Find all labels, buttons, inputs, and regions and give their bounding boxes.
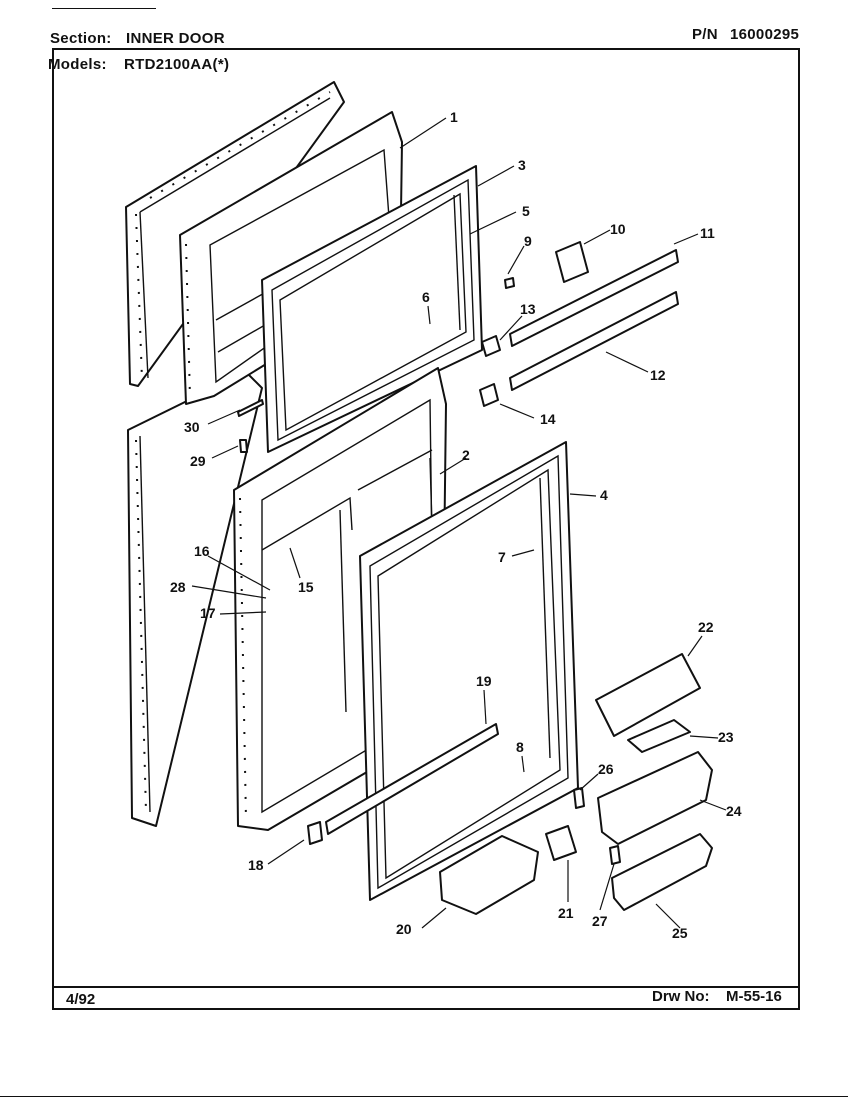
callout-12: 12 — [650, 367, 666, 383]
top-rule — [52, 8, 156, 9]
egg-tray-20 — [439, 835, 539, 915]
clip-27 — [609, 845, 621, 865]
pn-label: P/N — [692, 26, 718, 43]
section-value: INNER DOOR — [126, 30, 225, 47]
models-label: Models: — [48, 56, 107, 73]
bracket-10 — [555, 241, 589, 283]
callout-8: 8 — [516, 739, 524, 755]
callout-6: 6 — [422, 289, 430, 305]
callout-labels: 1 2 3 4 5 6 7 8 9 10 11 12 13 14 15 16 1… — [170, 109, 742, 941]
callout-23: 23 — [718, 729, 734, 745]
retainer-18 — [307, 821, 323, 845]
bottom-rule — [0, 1096, 848, 1097]
trim-strip-11 — [509, 249, 679, 347]
callout-13: 13 — [520, 301, 536, 317]
callout-30: 30 — [184, 419, 200, 435]
callout-15: 15 — [298, 579, 314, 595]
callout-26: 26 — [598, 761, 614, 777]
trim-strip-12 — [509, 291, 679, 391]
strip-30 — [237, 399, 264, 417]
callout-25: 25 — [672, 925, 688, 941]
callout-24: 24 — [726, 803, 742, 819]
callout-14: 14 — [540, 411, 556, 427]
callout-20: 20 — [396, 921, 412, 937]
footer-drw-label: Drw No: — [652, 988, 710, 1005]
clip-26 — [573, 787, 585, 809]
callout-3: 3 — [518, 157, 526, 173]
footer-divider — [54, 986, 798, 988]
callout-18: 18 — [248, 857, 264, 873]
door-bin-25 — [611, 833, 713, 911]
section-label: Section: — [50, 30, 112, 47]
callout-2: 2 — [462, 447, 470, 463]
callout-28: 28 — [170, 579, 186, 595]
callout-11: 11 — [700, 225, 715, 241]
callout-leaders — [191, 117, 727, 929]
bushing-9 — [504, 277, 515, 289]
callout-4: 4 — [600, 487, 608, 503]
callout-10: 10 — [610, 221, 626, 237]
door-bin-24 — [597, 751, 713, 845]
footer-date: 4/92 — [66, 991, 96, 1008]
callout-9: 9 — [524, 233, 532, 249]
callout-16: 16 — [194, 543, 210, 559]
callout-22: 22 — [698, 619, 714, 635]
dairy-shelf-23 — [627, 719, 691, 753]
pn-value: 16000295 — [730, 26, 800, 43]
callout-7: 7 — [498, 549, 506, 565]
bracket-21 — [545, 825, 577, 861]
diagram-frame — [52, 48, 800, 1010]
dairy-door-22 — [595, 653, 701, 737]
callout-1: 1 — [450, 109, 458, 125]
footer-drw-value: M-55-16 — [726, 988, 782, 1005]
callout-5: 5 — [522, 203, 530, 219]
shelf-rail-19 — [325, 723, 499, 835]
models-value: RTD2100AA(*) — [124, 56, 230, 73]
end-cap-14 — [479, 383, 499, 407]
end-cap-13 — [481, 335, 501, 357]
callout-17: 17 — [200, 605, 216, 621]
callout-29: 29 — [190, 453, 206, 469]
screw-29 — [239, 439, 248, 453]
callout-19: 19 — [476, 673, 492, 689]
callout-21: 21 — [558, 905, 574, 921]
upper-door-gasket — [261, 165, 483, 453]
callout-27: 27 — [592, 913, 608, 929]
